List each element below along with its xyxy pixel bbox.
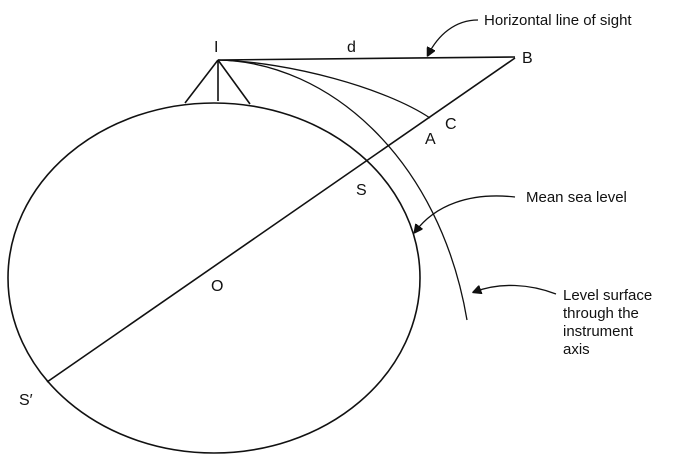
level-arc-inner [217, 59, 431, 119]
label-distance: d [347, 39, 356, 56]
label-s: S [356, 182, 367, 199]
label-c: C [445, 116, 457, 133]
tripod-leg-left [184, 59, 219, 104]
label-o: O [211, 278, 223, 295]
level-surface-arrow [474, 284, 557, 295]
diameter-line [46, 57, 516, 383]
label-s-prime: S′ [19, 392, 33, 409]
mean-sea-level-arrow [415, 195, 516, 232]
level-surface-line-4: axis [563, 341, 590, 358]
label-instrument: I [214, 39, 218, 56]
annotation-level-surface: Level surface through the instrument axi… [563, 287, 656, 358]
horizontal-line-of-sight [217, 56, 516, 61]
level-surface-line-1: Level surface [563, 287, 652, 304]
line-of-sight-arrow [428, 19, 479, 55]
annotation-line-of-sight: Horizontal line of sight [484, 12, 632, 29]
tripod-leg-right [217, 59, 251, 105]
annotation-mean-sea-level: Mean sea level [526, 189, 627, 206]
mean-sea-level-circle [7, 102, 421, 454]
label-a: A [425, 131, 436, 148]
level-surface-line-2: through the [563, 305, 639, 322]
label-b: B [522, 50, 533, 67]
level-surface-line-3: instrument [563, 323, 634, 340]
level-surface-arc [217, 59, 468, 321]
